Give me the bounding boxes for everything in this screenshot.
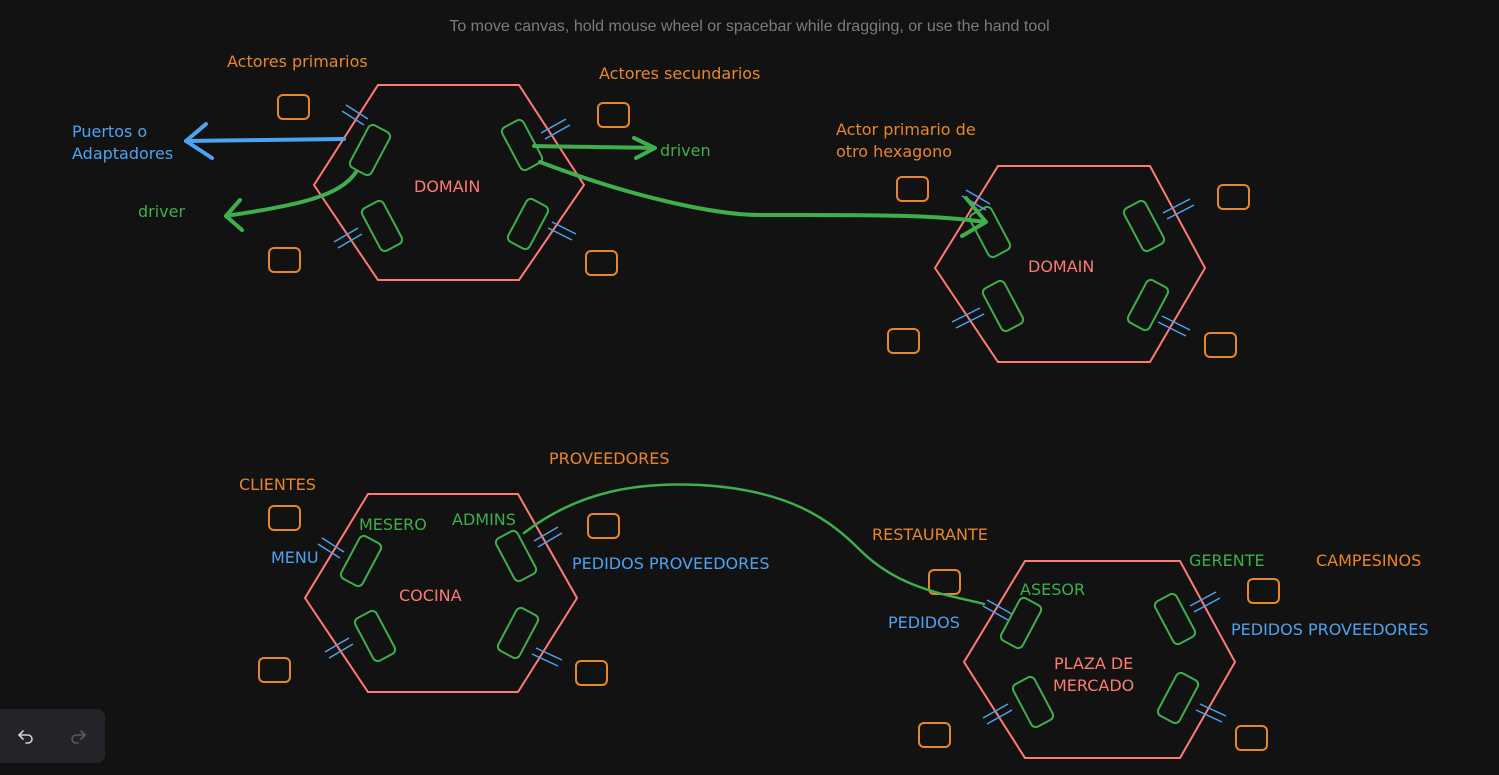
- actor-box[interactable]: [575, 660, 608, 686]
- undo-button[interactable]: [0, 709, 52, 763]
- actor-box[interactable]: [597, 102, 630, 128]
- connect-arrow[interactable]: [538, 160, 987, 224]
- port-tick: [951, 307, 985, 329]
- port-tick: [540, 118, 571, 140]
- label-clientes[interactable]: CLIENTES: [239, 475, 316, 494]
- adapter-shape[interactable]: [981, 279, 1025, 333]
- port-tick: [324, 637, 354, 659]
- redo-button[interactable]: [52, 709, 104, 763]
- port-tick: [1195, 703, 1227, 723]
- connect-arrowhead: [960, 196, 988, 238]
- actor-box[interactable]: [268, 247, 301, 273]
- adapter-shape[interactable]: [1011, 675, 1055, 729]
- hexagon-plaza[interactable]: [962, 560, 1237, 759]
- port-tick: [533, 526, 563, 548]
- driven-arrowhead: [632, 136, 657, 160]
- port-tick: [547, 221, 577, 241]
- actor-box[interactable]: [1235, 725, 1268, 751]
- adapter-shape[interactable]: [353, 609, 397, 663]
- label-restaurante[interactable]: RESTAURANTE: [872, 525, 988, 544]
- port-tick: [1157, 315, 1191, 337]
- label-driver[interactable]: driver: [138, 202, 186, 221]
- undo-icon: [18, 730, 33, 744]
- actor-box[interactable]: [918, 722, 951, 748]
- port-tick: [982, 703, 1013, 725]
- adapter-shape[interactable]: [968, 205, 1012, 259]
- port-tick: [1162, 198, 1195, 220]
- actor-box[interactable]: [1217, 184, 1250, 210]
- port-tick: [333, 227, 363, 249]
- label-pedidos[interactable]: PEDIDOS: [888, 613, 960, 632]
- label-domain-1[interactable]: DOMAIN: [414, 177, 481, 196]
- port-tick: [982, 599, 1013, 621]
- actor-box[interactable]: [887, 328, 920, 354]
- adapter-shape[interactable]: [999, 596, 1043, 650]
- actor-box[interactable]: [1204, 332, 1237, 358]
- label-gerente[interactable]: GERENTE: [1189, 551, 1265, 570]
- label-pedidos-proveedores-2[interactable]: PEDIDOS PROVEEDORES: [1231, 620, 1429, 639]
- adapter-shape[interactable]: [1153, 592, 1197, 646]
- label-pedidos-proveedores-1[interactable]: PEDIDOS PROVEEDORES: [572, 554, 770, 573]
- label-driven[interactable]: driven: [660, 141, 711, 160]
- actor-box[interactable]: [896, 176, 929, 202]
- actor-box[interactable]: [585, 250, 618, 276]
- canvas-hint: To move canvas, hold mouse wheel or spac…: [449, 18, 1050, 35]
- hexagon-domain-1[interactable]: [312, 84, 586, 281]
- port-tick: [531, 647, 563, 667]
- label-admins[interactable]: ADMINS: [452, 510, 516, 529]
- label-mesero[interactable]: MESERO: [359, 515, 427, 534]
- driver-arrowhead: [224, 198, 244, 232]
- ports-arrowhead: [184, 122, 214, 160]
- label-actores-primarios[interactable]: Actores primarios: [227, 52, 368, 71]
- label-actor-primario-otro[interactable]: Actor primario de otro hexagono: [836, 120, 976, 161]
- port-tick: [341, 104, 369, 126]
- label-puertos[interactable]: Puertos o Adaptadores: [72, 122, 174, 163]
- adapter-shape[interactable]: [360, 199, 404, 253]
- adapter-shape[interactable]: [348, 123, 392, 177]
- label-proveedores[interactable]: PROVEEDORES: [549, 449, 670, 468]
- hexagon-domain-2[interactable]: [933, 165, 1207, 363]
- actor-box[interactable]: [258, 657, 291, 683]
- label-campesinos[interactable]: CAMPESINOS: [1316, 551, 1422, 570]
- label-menu[interactable]: MENU: [271, 548, 319, 567]
- driver-arrow[interactable]: [224, 170, 358, 218]
- actor-box[interactable]: [268, 505, 301, 531]
- adapter-shape[interactable]: [496, 606, 540, 660]
- label-asesor[interactable]: ASESOR: [1020, 580, 1086, 599]
- port-tick: [1189, 591, 1221, 613]
- adapter-shape[interactable]: [1156, 671, 1200, 725]
- label-domain-2[interactable]: DOMAIN: [1028, 257, 1095, 276]
- label-plaza-de-mercado[interactable]: PLAZA DE MERCADO: [1053, 654, 1135, 695]
- actor-box[interactable]: [1247, 578, 1280, 604]
- label-cocina[interactable]: COCINA: [399, 586, 462, 605]
- adapter-shape[interactable]: [339, 534, 383, 588]
- connect-line-cocina-plaza[interactable]: [522, 483, 986, 606]
- redo-icon: [71, 730, 86, 744]
- adapter-shape[interactable]: [1126, 278, 1170, 332]
- ports-arrow[interactable]: [184, 137, 346, 143]
- label-actores-secundarios[interactable]: Actores secundarios: [599, 64, 761, 83]
- actor-box[interactable]: [587, 513, 620, 539]
- driven-arrow[interactable]: [532, 144, 656, 150]
- port-tick: [317, 537, 345, 559]
- adapter-shape[interactable]: [1122, 199, 1166, 253]
- adapter-shape[interactable]: [506, 197, 550, 251]
- undo-redo-toolbar: [0, 709, 105, 763]
- adapter-shape[interactable]: [494, 529, 538, 583]
- hexagon-cocina[interactable]: [303, 493, 579, 693]
- adapter-shape[interactable]: [500, 118, 544, 172]
- actor-box[interactable]: [277, 94, 310, 120]
